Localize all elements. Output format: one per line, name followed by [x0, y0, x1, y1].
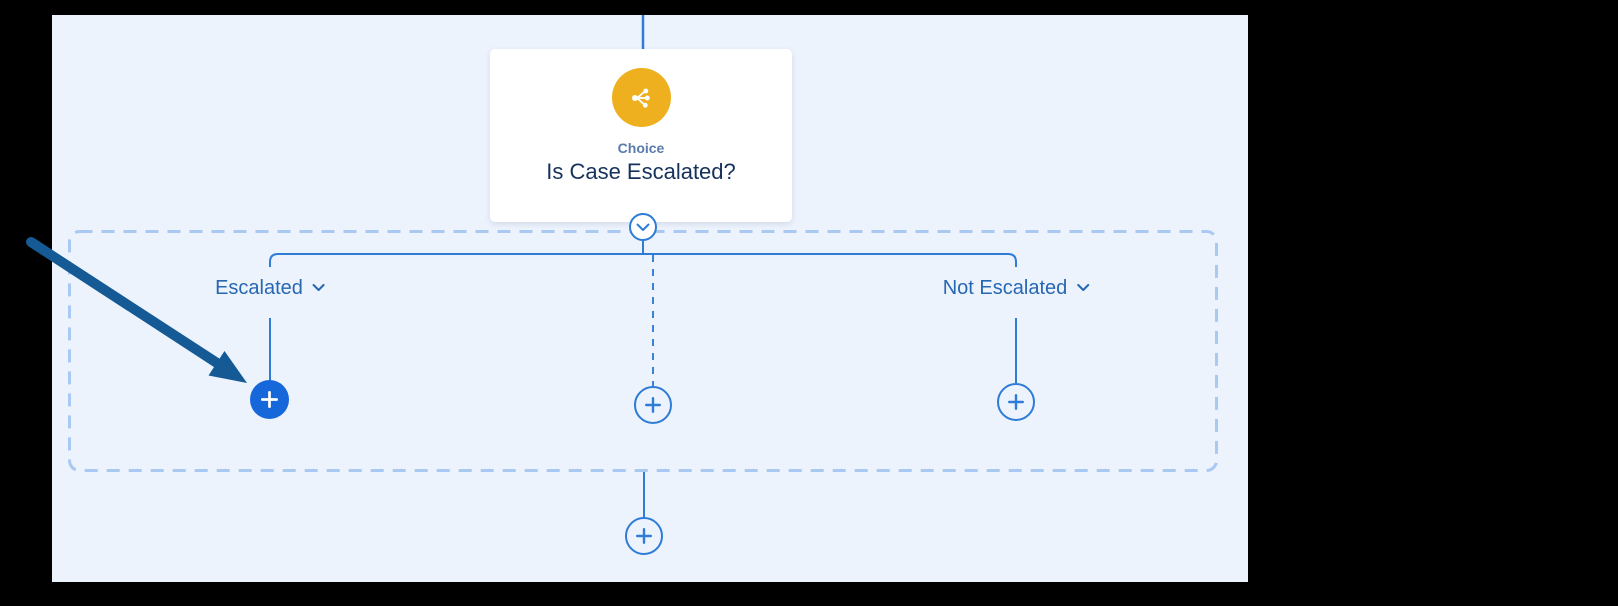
- escalated-branch-label[interactable]: Escalated: [215, 274, 325, 302]
- chevron-down-icon: [636, 223, 650, 231]
- node-title: Is Case Escalated?: [546, 159, 736, 184]
- add-element-button-default[interactable]: [634, 386, 672, 424]
- add-element-button-not-escalated[interactable]: [997, 383, 1035, 421]
- add-element-button-escalated[interactable]: [250, 380, 289, 419]
- escalated-branch-label-text: Escalated: [215, 276, 303, 299]
- choice-node-card[interactable]: Choice Is Case Escalated?: [490, 49, 792, 222]
- plus-icon: [260, 390, 279, 409]
- node-type-label: Choice: [617, 140, 665, 156]
- plus-icon: [1008, 394, 1024, 410]
- not-escalated-branch-label[interactable]: Not Escalated: [943, 274, 1090, 302]
- collapse-branches-button[interactable]: [629, 213, 657, 241]
- flow-canvas[interactable]: Choice Is Case Escalated? Escalated Not …: [52, 15, 1248, 582]
- branches-region: [68, 230, 1218, 472]
- not-escalated-branch-label-text: Not Escalated: [942, 276, 1068, 299]
- chevron-down-icon: [1076, 284, 1089, 291]
- chevron-down-icon: [312, 284, 325, 291]
- plus-icon: [636, 528, 652, 544]
- add-element-button-after-merge[interactable]: [625, 517, 663, 555]
- plus-icon: [645, 397, 661, 413]
- choice-icon: [611, 68, 671, 127]
